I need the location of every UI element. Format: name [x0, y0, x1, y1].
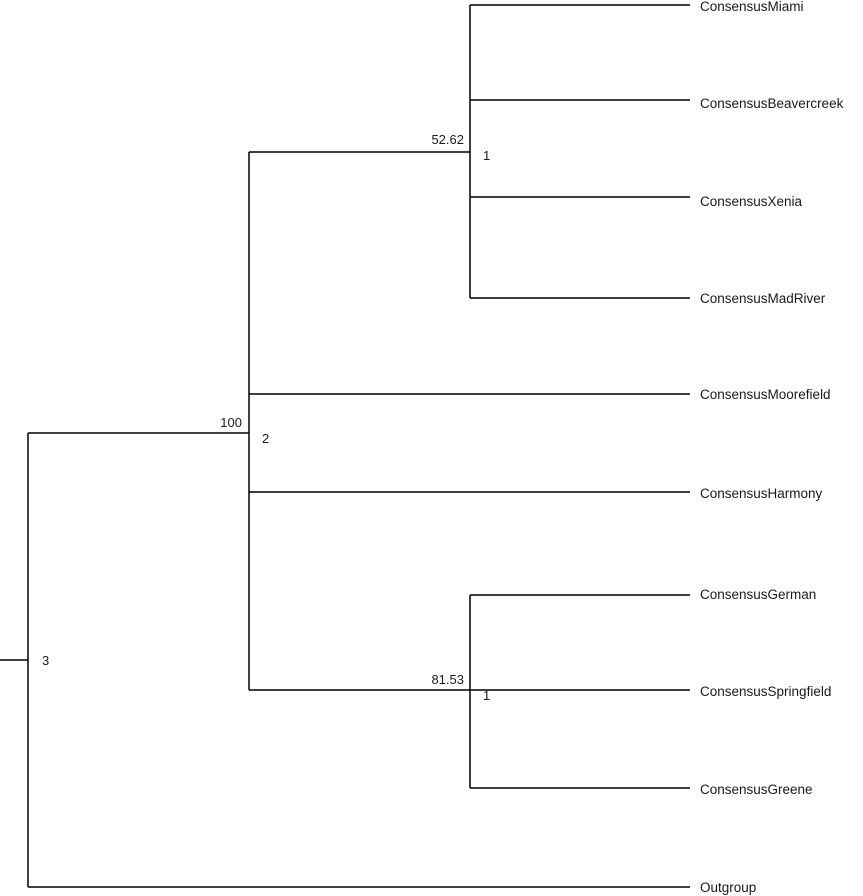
support-value-inner: 100: [220, 415, 242, 430]
leaf-label-madriver: ConsensusMadRiver: [700, 291, 826, 306]
leaf-label-springfield: ConsensusSpringfield: [700, 684, 831, 699]
support-value-lower: 81.53: [431, 672, 464, 687]
support-value-upper: 52.62: [431, 132, 464, 147]
leaf-label-moorefield: ConsensusMoorefield: [700, 387, 831, 402]
leaf-label-miami: ConsensusMiami: [700, 0, 804, 14]
leaf-label-harmony: ConsensusHarmony: [700, 486, 823, 501]
node-id-root: 3: [42, 653, 49, 668]
leaf-label-outgroup: Outgroup: [700, 880, 756, 895]
leaf-label-beavercreek: ConsensusBeavercreek: [700, 96, 844, 111]
node-id-lower: 1: [483, 688, 490, 703]
leaf-label-xenia: ConsensusXenia: [700, 194, 803, 209]
node-id-upper: 1: [483, 148, 490, 163]
leaf-label-greene: ConsensusGreene: [700, 782, 813, 797]
leaf-label-german: ConsensusGerman: [700, 587, 816, 602]
node-id-inner: 2: [262, 431, 269, 446]
